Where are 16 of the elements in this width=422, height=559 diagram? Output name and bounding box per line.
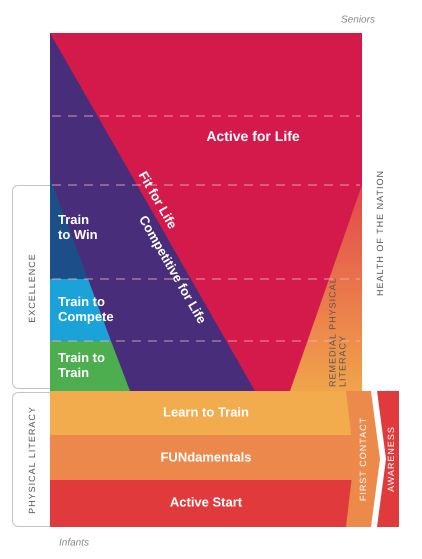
stage-name: Active for Life <box>205 128 301 144</box>
stage-name: EXCELLENCE <box>26 252 38 325</box>
bracket <box>12 185 50 389</box>
stage-name: Active Start <box>168 496 244 510</box>
stage-name: REMEDIAL PHYSICAL LITERACY <box>328 277 348 387</box>
stage-name: AWARENESS <box>386 425 396 494</box>
stage-name: FUNdamentals <box>159 450 253 466</box>
stage-name: Train to Train <box>58 351 106 381</box>
bracket <box>12 392 50 527</box>
side-label: HEALTH OF THE NATION <box>375 170 385 296</box>
stage-name: FIRST CONTACT <box>358 416 368 504</box>
axis-caption: Seniors <box>341 14 375 26</box>
axis-caption: Infants <box>58 538 90 548</box>
stage-name: Train to Win <box>58 213 99 243</box>
stage-name: Learn to Train <box>162 406 250 420</box>
stage-name: PHYSICAL LITERACY <box>26 405 38 516</box>
